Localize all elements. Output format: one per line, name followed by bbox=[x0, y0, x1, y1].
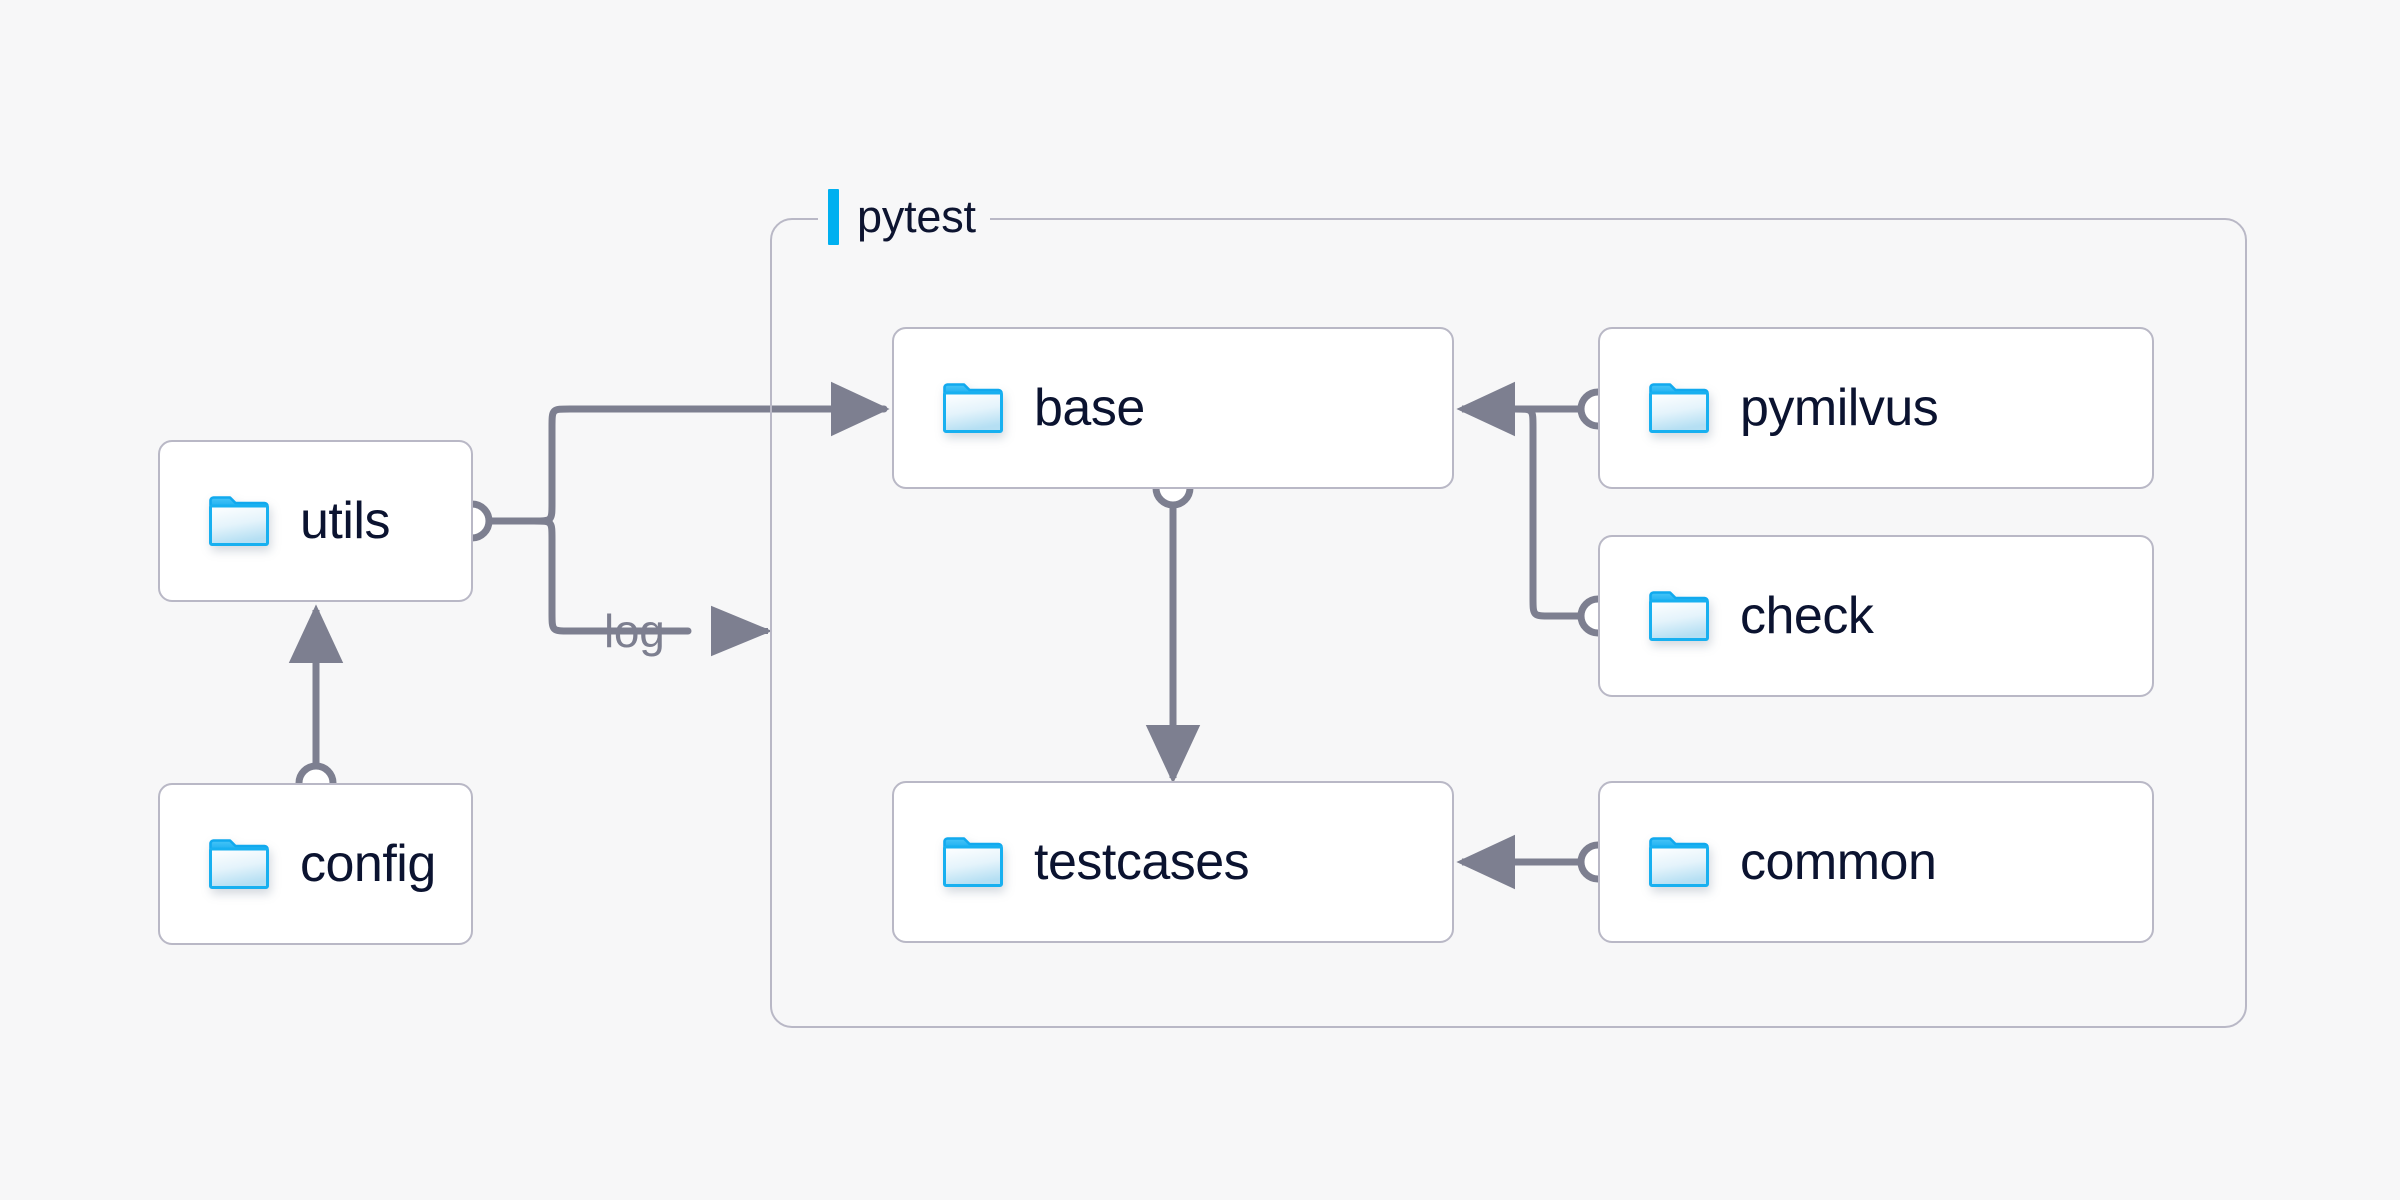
node-label: testcases bbox=[1034, 833, 1250, 891]
node-label: utils bbox=[300, 492, 390, 550]
edge-config-to-utils bbox=[288, 604, 344, 804]
node-label: check bbox=[1740, 587, 1874, 645]
group-title: pytest bbox=[857, 191, 976, 242]
node-pymilvus[interactable]: pymilvus bbox=[1598, 327, 2154, 489]
folder-icon bbox=[942, 382, 1004, 434]
node-check[interactable]: check bbox=[1598, 535, 2154, 697]
node-base[interactable]: base bbox=[892, 327, 1454, 489]
node-label: base bbox=[1034, 379, 1145, 437]
edge-label-log: log bbox=[604, 605, 665, 657]
folder-icon bbox=[942, 836, 1004, 888]
accent-bar-icon bbox=[828, 189, 839, 245]
node-config[interactable]: config bbox=[158, 783, 473, 945]
folder-icon bbox=[208, 838, 270, 890]
node-label: pymilvus bbox=[1740, 379, 1939, 437]
folder-icon bbox=[208, 495, 270, 547]
node-common[interactable]: common bbox=[1598, 781, 2154, 943]
folder-icon bbox=[1648, 590, 1710, 642]
node-testcases[interactable]: testcases bbox=[892, 781, 1454, 943]
node-label: common bbox=[1740, 833, 1937, 891]
folder-icon bbox=[1648, 836, 1710, 888]
node-label: config bbox=[300, 835, 436, 893]
node-utils[interactable]: utils bbox=[158, 440, 473, 602]
group-container-pytest bbox=[770, 218, 2247, 1028]
group-label-pytest: pytest bbox=[818, 186, 990, 248]
folder-icon bbox=[1648, 382, 1710, 434]
